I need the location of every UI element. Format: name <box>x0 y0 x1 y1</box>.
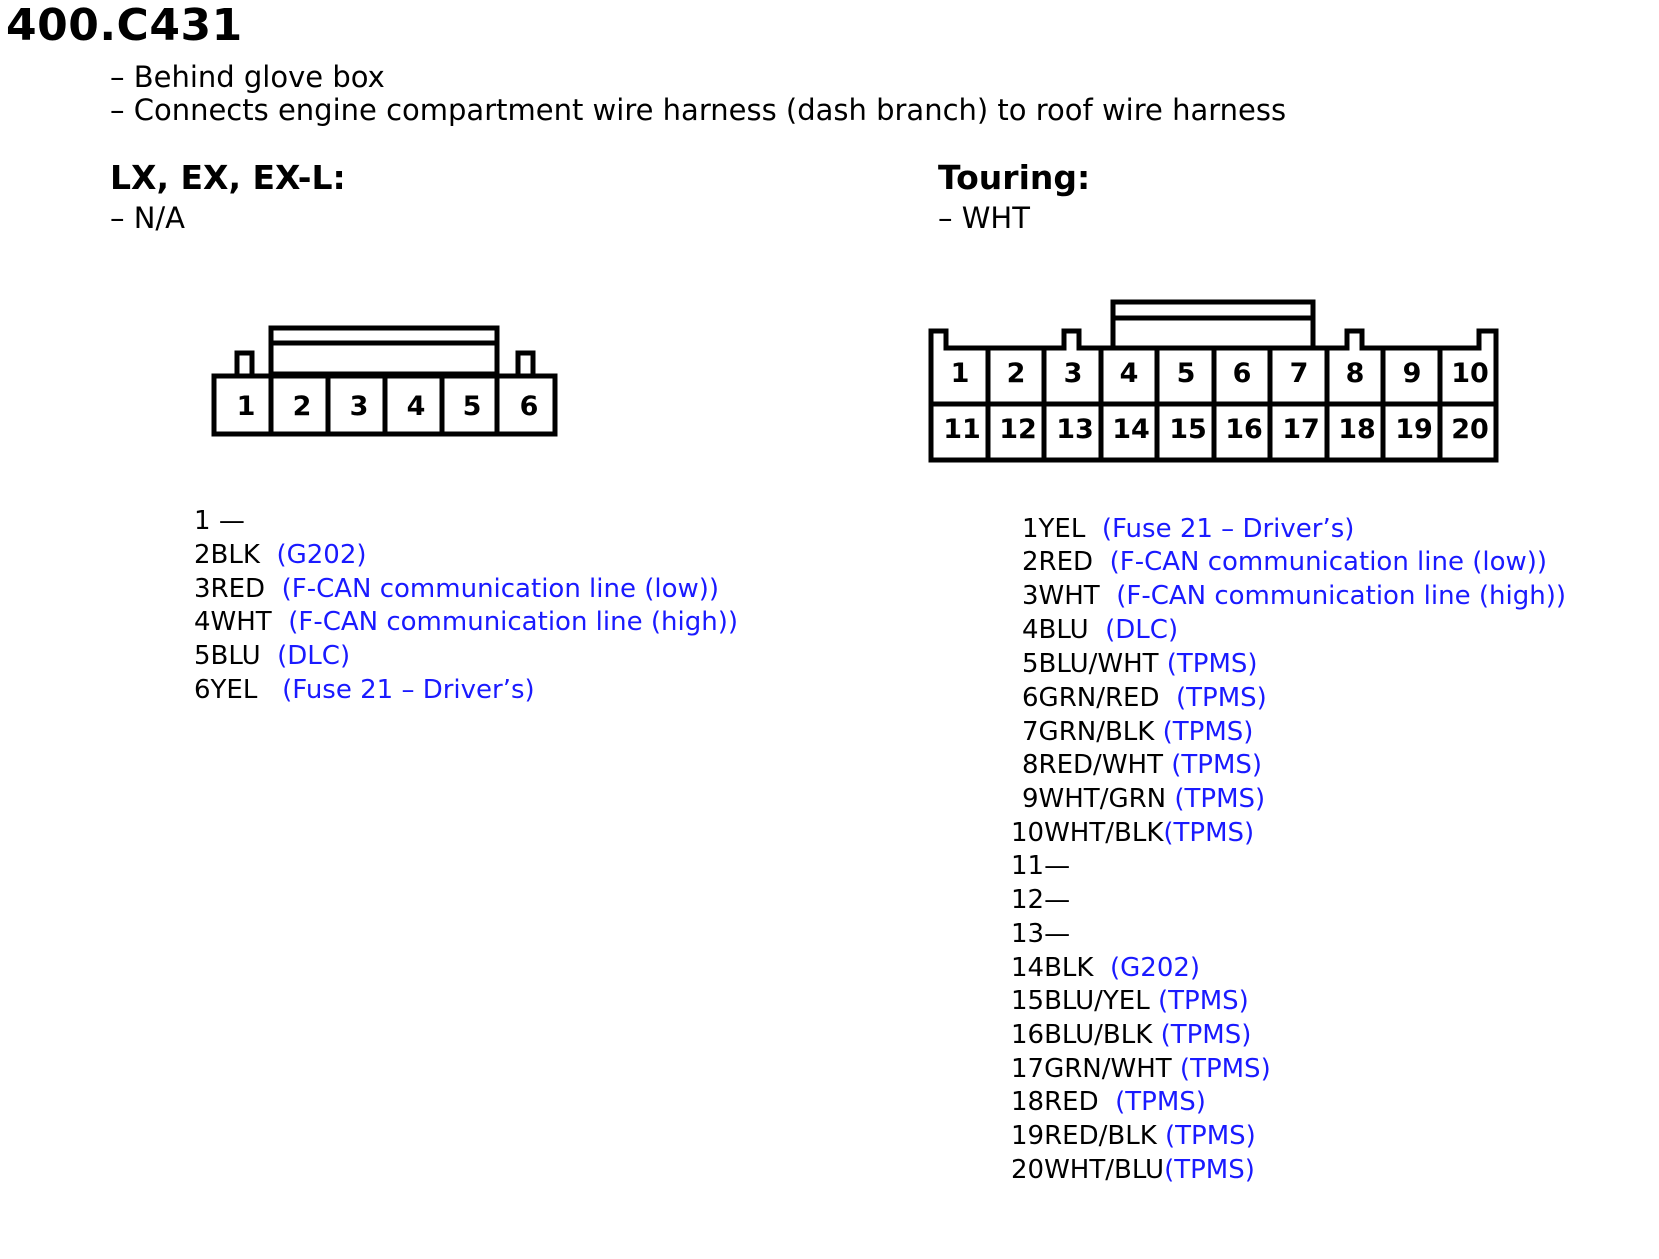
pin-label: 6 <box>1233 358 1252 389</box>
connector-20pin-diagram <box>928 299 1499 463</box>
latch-housing <box>268 325 500 377</box>
lx-heading: LX, EX, EX-L: <box>110 158 346 197</box>
pin-label: 17 <box>1282 414 1320 445</box>
pinout-row: 2BLK (G202) <box>194 540 367 570</box>
pin-label: 12 <box>999 414 1037 445</box>
pinout-row: 11— <box>1011 851 1071 881</box>
pinout-row: 17GRN/WHT (TPMS) <box>1011 1054 1271 1084</box>
pin-label: 1 <box>951 358 970 389</box>
location-note: – Behind glove box <box>110 60 385 94</box>
pinout-row: 7GRN/BLK (TPMS) <box>1022 717 1254 747</box>
page-title: 400.C431 <box>6 0 243 51</box>
pinout-row: 18RED (TPMS) <box>1011 1087 1206 1117</box>
pinout-row: 6GRN/RED (TPMS) <box>1022 683 1267 713</box>
pinout-row: 5BLU/WHT (TPMS) <box>1022 649 1258 679</box>
pinout-row: 15BLU/YEL (TPMS) <box>1011 986 1249 1016</box>
pin-label: 15 <box>1169 414 1207 445</box>
pin-label: 7 <box>1290 358 1309 389</box>
pinout-row: 20WHT/BLU(TPMS) <box>1011 1155 1255 1185</box>
pinout-row: 4WHT (F-CAN communication line (high)) <box>194 607 738 637</box>
pin-label: 8 <box>1346 358 1365 389</box>
pinout-row: 6YEL (Fuse 21 – Driver’s) <box>194 675 535 705</box>
pin-label: 9 <box>1403 358 1422 389</box>
pinout-row: 8RED/WHT (TPMS) <box>1022 750 1263 780</box>
pinout-row: 19RED/BLK (TPMS) <box>1011 1121 1256 1151</box>
pinout-row: 1YEL (Fuse 21 – Driver’s) <box>1022 514 1355 544</box>
pinout-row: 14BLK (G202) <box>1011 953 1201 983</box>
pinout-row: 2RED (F-CAN communication line (low)) <box>1022 547 1548 577</box>
latch-housing <box>1110 299 1316 351</box>
pinout-row: 4BLU (DLC) <box>1022 615 1179 645</box>
lx-color-note: – N/A <box>110 201 186 235</box>
pin-label: 5 <box>1177 358 1196 389</box>
pinout-row: 3WHT (F-CAN communication line (high)) <box>1022 581 1566 611</box>
pinout-row: 12— <box>1011 885 1071 915</box>
pin-label: 14 <box>1112 414 1150 445</box>
pin-label: 1 <box>237 391 256 422</box>
pin-label: 10 <box>1451 358 1489 389</box>
pinout-row: 16BLU/BLK (TPMS) <box>1011 1020 1252 1050</box>
touring-heading: Touring: <box>938 158 1091 197</box>
pinout-row: 5BLU (DLC) <box>194 641 351 671</box>
pin-label: 4 <box>407 391 426 422</box>
pin-label: 6 <box>520 391 539 422</box>
pin-label: 20 <box>1451 414 1489 445</box>
pin-label: 13 <box>1056 414 1094 445</box>
pin-label: 11 <box>943 414 981 445</box>
pinout-row: 10WHT/BLK(TPMS) <box>1011 818 1255 848</box>
pinout-row: 1 — <box>194 506 245 536</box>
pin-label: 3 <box>350 391 369 422</box>
pin-label: 19 <box>1395 414 1433 445</box>
pin-label: 5 <box>463 391 482 422</box>
pin-label: 18 <box>1338 414 1376 445</box>
pinout-row: 13— <box>1011 919 1071 949</box>
pin-label: 2 <box>293 391 312 422</box>
pinout-row: 3RED (F-CAN communication line (low)) <box>194 574 720 604</box>
touring-color-note: – WHT <box>938 201 1030 235</box>
connection-note: – Connects engine compartment wire harne… <box>110 93 1287 127</box>
pin-label: 2 <box>1007 358 1026 389</box>
pinout-row: 9WHT/GRN (TPMS) <box>1022 784 1266 814</box>
pin-label: 4 <box>1120 358 1139 389</box>
pin-label: 3 <box>1064 358 1083 389</box>
pin-label: 16 <box>1225 414 1263 445</box>
